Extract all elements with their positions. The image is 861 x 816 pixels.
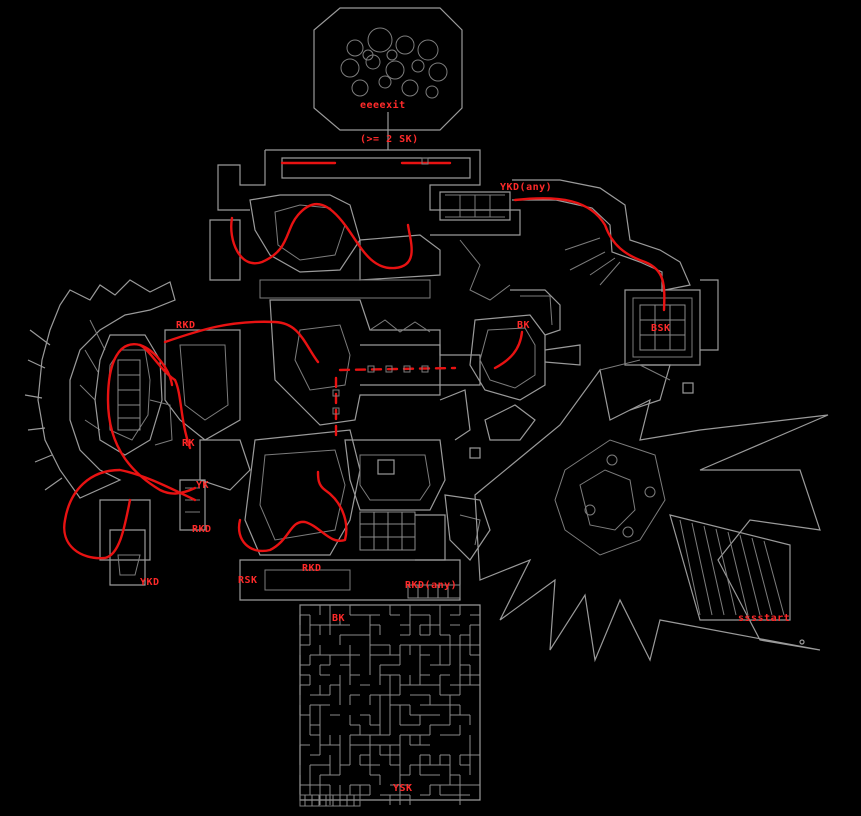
route-overlay: [63, 161, 666, 560]
red-key-label: RK: [182, 438, 196, 449]
route-to-bk: [493, 330, 524, 370]
route-markers: [332, 157, 429, 415]
blue-key-label: BK: [517, 320, 531, 331]
exit-requirement-label: (>= 2 SK): [360, 134, 419, 145]
west-arena: [24, 279, 251, 586]
red-door-west-label: RKD: [176, 320, 196, 331]
yellow-key-label: YK: [196, 480, 210, 491]
yellow-door-label: YKD: [140, 577, 160, 588]
route-west-loop: [106, 343, 197, 495]
red-door-south-label: RKD: [192, 524, 212, 535]
red-door-any-label: RKD(any): [405, 580, 458, 591]
route-south-center: [237, 470, 348, 553]
start-label: sssstart: [738, 613, 791, 624]
route-west-to-rk: [138, 343, 192, 450]
blue-skull-label: BSK: [651, 323, 671, 334]
yellow-skull-label: YSK: [393, 783, 413, 794]
yellow-door-any-label: YKD(any): [500, 182, 553, 193]
route-to-bsk: [513, 197, 666, 312]
red-door-center-label: RKD: [302, 563, 322, 574]
southern-maze: [299, 604, 481, 807]
exit-pillars: [340, 27, 448, 99]
exit-room: [313, 7, 463, 150]
route-west-top: [163, 320, 320, 364]
exit-label: eeeexit: [360, 100, 406, 111]
maze-blue-key-label: BK: [332, 613, 346, 624]
north-corridors: [209, 149, 691, 299]
route-sw-loop: [63, 468, 197, 560]
south-central: [239, 389, 491, 601]
bsk-room: [564, 237, 719, 411]
route-north-loop: [230, 203, 413, 270]
route-center-dash: [338, 366, 457, 372]
center-hub: [269, 239, 581, 426]
red-skull-label: RSK: [238, 575, 258, 586]
east-spike-region: [474, 359, 829, 663]
